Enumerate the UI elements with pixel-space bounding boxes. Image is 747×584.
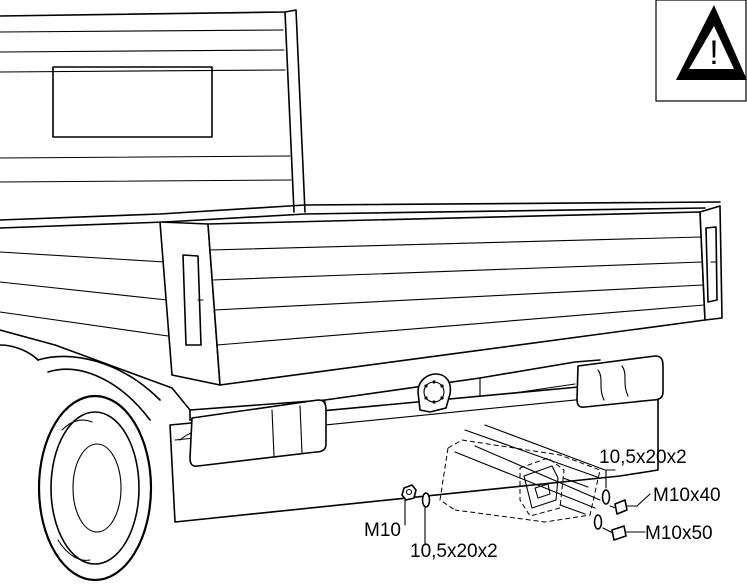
label-nut-m10: M10	[364, 520, 401, 541]
bolt-lower	[602, 525, 627, 541]
leader-lines	[404, 469, 651, 546]
bed-side-panel	[0, 251, 173, 389]
hitch-assembly	[439, 424, 606, 523]
label-washer-upper: 10,5x20x2	[599, 447, 687, 468]
hinge-bracket-right	[705, 226, 718, 303]
nut-m10	[401, 484, 417, 501]
label-bolt-m10x50: M10x50	[645, 523, 713, 544]
warning-exclamation-icon: !	[709, 34, 718, 72]
washer-lower	[593, 514, 603, 530]
rear-window	[52, 66, 213, 138]
tailgate	[159, 205, 723, 386]
tail-lamp-right	[576, 355, 664, 408]
tail-lamp-left	[189, 399, 327, 467]
bed-top-rail	[0, 201, 721, 229]
label-bolt-m10x40: M10x40	[653, 485, 721, 506]
bolt-upper	[609, 499, 628, 515]
washer-nut-side	[421, 492, 431, 508]
cab-headboard	[0, 9, 306, 213]
warning-box: !	[655, 0, 747, 102]
hinge-bracket-left	[182, 254, 202, 346]
rear-wheel	[37, 394, 153, 582]
label-washer-lower: 10,5x20x2	[410, 541, 498, 562]
washer-upper	[601, 489, 611, 505]
hitch-mount-plate	[417, 373, 452, 413]
